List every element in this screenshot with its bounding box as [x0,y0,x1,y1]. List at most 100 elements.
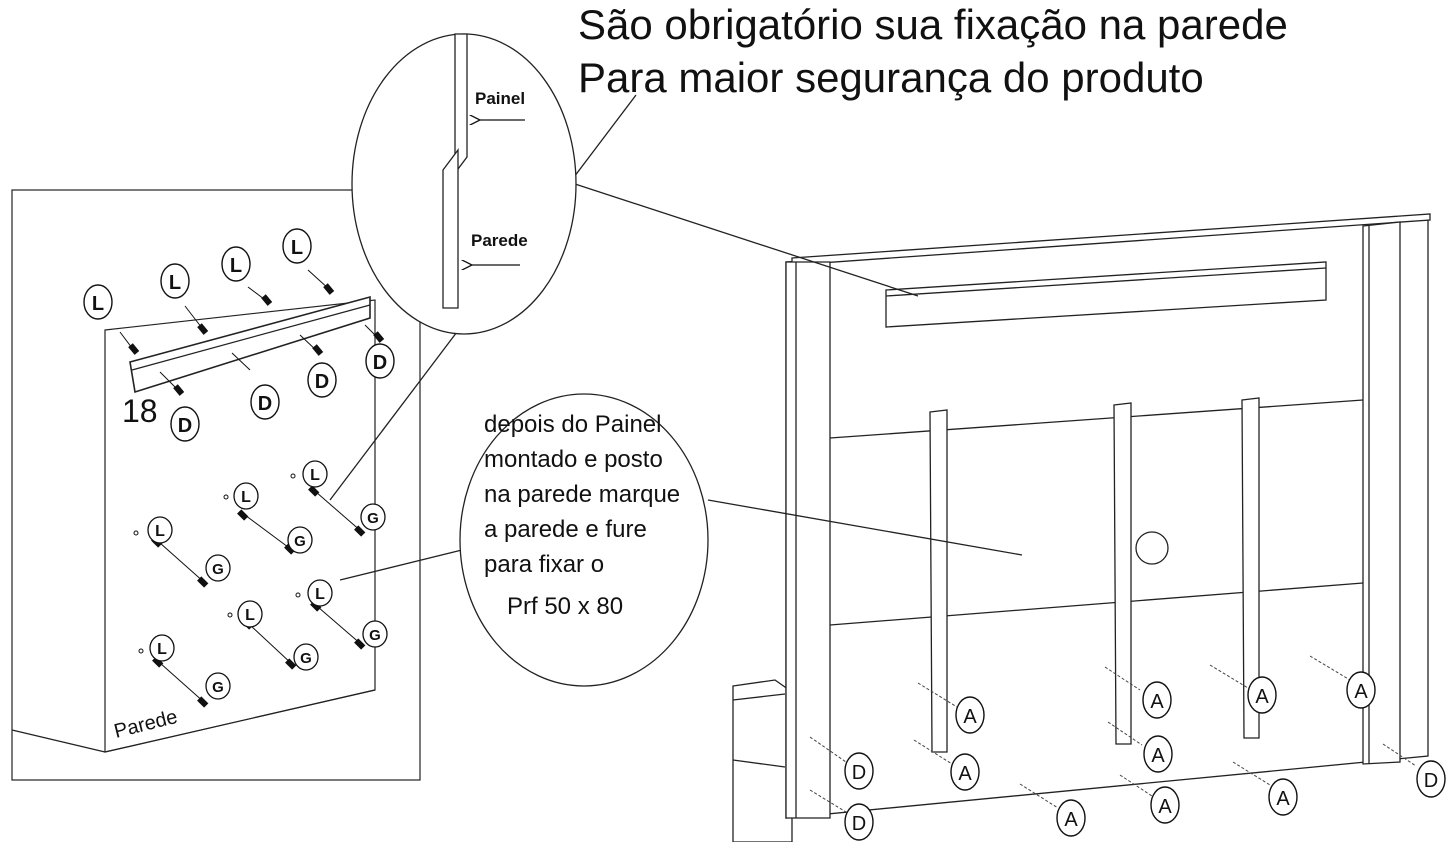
svg-text:L: L [291,237,303,259]
svg-text:A: A [958,763,972,785]
marker-L-group-lower: L L L L L L [147,460,333,662]
svg-text:G: G [369,627,381,644]
panel-profile [454,33,468,175]
note-text: depois do Painel montado e posto na pare… [484,411,680,620]
svg-text:D: D [315,371,329,393]
svg-text:G: G [212,679,224,696]
note-line: para fixar o [484,551,604,578]
note-line: montado e posto [484,446,663,473]
svg-text:L: L [310,467,320,484]
svg-text:A: A [1064,809,1078,831]
marker-A: A [1268,778,1298,816]
heading-line-1: São obrigatório sua fixação na parede [578,1,1288,48]
marker-A: A [1143,735,1173,773]
note-line: a parede e fure [484,516,647,543]
marker-G: G [205,672,231,700]
cable-hole [1135,531,1169,565]
wall-profile [442,148,459,309]
marker-A: A [1247,676,1277,714]
wall-floor-line [11,729,106,753]
marker-G: G [360,503,386,531]
marker-A: A [1346,671,1376,709]
svg-text:G: G [294,533,306,550]
marker-A: A [1056,799,1086,837]
svg-text:D: D [258,393,272,415]
marker-A: A [1150,786,1180,824]
marker-D: D [1416,760,1446,798]
panel-screws [809,655,1417,813]
note-line: na parede marque [484,481,680,508]
svg-text:A: A [1255,686,1269,708]
marker-L-group-upper: L L L L [83,228,312,320]
svg-text:G: G [300,650,312,667]
svg-text:D: D [373,352,387,374]
note-ellipse [459,393,709,687]
svg-text:L: L [155,523,165,540]
svg-text:A: A [1354,681,1368,703]
vertical-strip [1113,402,1132,745]
marker-L: L [233,482,259,510]
marker-D: D [307,362,337,398]
svg-text:L: L [92,293,104,315]
svg-text:D: D [178,415,192,437]
detail-callout [329,33,919,501]
note-line: depois do Painel [484,411,661,438]
wall-screw-pairs [133,473,366,708]
marker-A: A [1142,681,1172,719]
svg-text:A: A [1150,691,1164,713]
marker-A: A [950,753,980,791]
marker-L: L [307,579,333,607]
marker-L: L [282,228,312,264]
svg-text:A: A [963,706,977,728]
svg-text:L: L [241,489,251,506]
svg-text:G: G [212,561,224,578]
panel-rail [885,261,1327,328]
svg-text:L: L [157,641,167,658]
rail-screws [119,269,385,396]
wall-floor-edge [104,689,376,753]
note-leader-line-right [707,499,1023,556]
marker-D: D [365,343,395,379]
marker-D-group-panel: D D D [844,752,1446,841]
dimension-label: 18 [122,393,158,429]
wall-view [11,189,421,781]
hanging-rail [129,295,371,394]
marker-D-group-wall: D D D D [170,343,395,442]
right-post [1362,221,1401,765]
svg-text:L: L [169,272,181,294]
marker-G: G [205,554,231,582]
vertical-strip [929,409,948,753]
panel-view [732,213,1431,842]
marker-D: D [250,384,280,420]
marker-G: G [287,526,313,554]
note-callout [339,393,1023,687]
marker-A: A [955,696,985,734]
marker-D: D [844,803,874,841]
marker-L: L [237,600,263,628]
heading-line-2: Para maior segurança do produto [578,54,1204,101]
note-line: Prf 50 x 80 [507,593,623,620]
marker-G-group: G G G G G G [205,503,388,700]
marker-A-group: A A A A A A A A A [950,671,1376,837]
panel-label: Painel [475,89,525,108]
svg-text:G: G [367,510,379,527]
svg-text:L: L [315,586,325,603]
marker-L: L [221,246,251,282]
wall-view-frame [11,189,421,781]
marker-L: L [83,284,113,320]
left-post [785,261,831,819]
detail-leader-line [574,183,919,297]
marker-L: L [147,516,173,544]
wall-profile-label: Parede [471,231,528,250]
svg-text:L: L [230,255,242,277]
marker-L: L [149,634,175,662]
marker-G: G [293,643,319,671]
svg-text:A: A [1151,745,1165,767]
marker-G: G [362,620,388,648]
note-leader-line-left [339,547,471,581]
svg-text:L: L [245,607,255,624]
svg-text:D: D [1424,770,1438,792]
vertical-strip [1241,397,1260,739]
marker-D: D [170,406,200,442]
